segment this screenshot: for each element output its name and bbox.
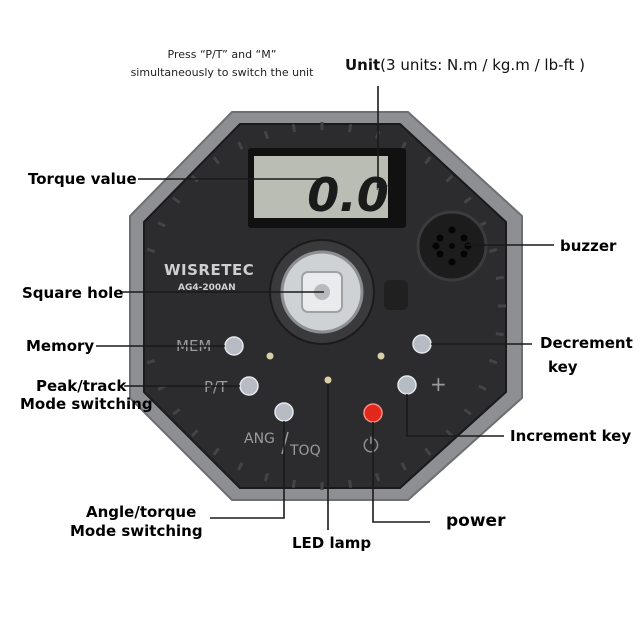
grip-rib	[263, 130, 270, 140]
pt-button[interactable]	[239, 376, 259, 396]
ang-label: ANG	[244, 431, 275, 447]
callout-angle-line2: Mode switching	[70, 522, 203, 540]
toq-label: TOQ	[289, 443, 321, 459]
increment-button[interactable]	[397, 375, 417, 395]
unit-title: Unit	[345, 56, 381, 74]
callout-buzzer: buzzer	[560, 237, 617, 255]
led-lamp-center	[324, 376, 332, 384]
grip-rib	[146, 247, 156, 254]
model-number: AG4-200AN	[178, 283, 236, 293]
grip-rib	[291, 479, 296, 488]
callout-square-hole: Square hole	[22, 284, 124, 302]
lcd-unit: N.m	[376, 183, 393, 192]
callout-power: power	[446, 511, 506, 531]
unit-detail: (3 units: N.m / kg.m / lb-ft )	[380, 56, 586, 74]
grip-rib	[212, 447, 220, 456]
grip-rib	[146, 358, 156, 365]
grip-rib	[495, 275, 504, 280]
grip-rib	[212, 156, 220, 165]
grip-rib	[172, 408, 181, 416]
callout-peak-line2: Mode switching	[20, 395, 153, 413]
grip-rib	[190, 429, 199, 438]
grip-rib	[445, 174, 454, 183]
callout-torque-value: Torque value	[28, 170, 137, 188]
buzzer-hole	[460, 250, 468, 258]
buzzer-hole	[464, 242, 472, 250]
leader-increment	[406, 394, 504, 437]
grip-rib	[495, 332, 504, 337]
unit-switch-note-line2: simultaneously to switch the unit	[130, 66, 314, 79]
grip-rib	[463, 408, 472, 416]
buzzer-hole	[436, 234, 444, 242]
leader-power	[372, 422, 430, 523]
lcd-screen	[254, 156, 388, 218]
decrement-button[interactable]	[412, 334, 432, 354]
callout-decrement-line1: Decrement	[540, 334, 633, 352]
callout-decrement-line2: key	[548, 358, 578, 376]
grip-rib	[400, 141, 407, 150]
unit-callout: Unit(3 units: N.m / kg.m / lb-ft )	[345, 56, 585, 74]
grip-rib	[237, 462, 244, 471]
mem-button[interactable]	[224, 336, 244, 356]
grip-rib	[463, 196, 472, 204]
led-lamp-right	[377, 352, 385, 360]
grip-rib	[445, 429, 454, 438]
unit-switch-note-line1: Press “P/T” and “M”	[167, 48, 277, 61]
buzzer-hole	[436, 250, 444, 258]
callout-led-lamp: LED lamp	[292, 534, 372, 552]
ang-toq-divider	[281, 431, 289, 455]
callout-memory: Memory	[26, 337, 95, 355]
buzzer-hole	[460, 234, 468, 242]
buzzer-hole	[432, 242, 440, 250]
buzzer-hole	[449, 243, 455, 249]
brand-logo: WISRETEC	[164, 261, 254, 279]
grip-rib	[488, 247, 498, 254]
callout-increment: Increment key	[510, 427, 632, 445]
leader-lines	[96, 86, 554, 530]
power-button[interactable]	[363, 403, 383, 423]
unit-switch-note: Press “P/T” and “M” simultaneously to sw…	[110, 46, 334, 82]
callout-angle-line1: Angle/torque	[86, 503, 197, 521]
pt-label: P/T	[204, 378, 228, 396]
led-lamp-left	[266, 352, 274, 360]
grip-rib	[237, 141, 244, 150]
grip-rib	[424, 156, 432, 165]
grip-rib	[348, 124, 353, 133]
plus-label: +	[430, 372, 447, 396]
grip-rib	[478, 384, 487, 391]
grip-rib	[374, 472, 381, 482]
ang-button[interactable]	[274, 402, 294, 422]
grip-rib	[488, 358, 498, 365]
grip-rib	[291, 124, 296, 133]
grip-rib	[400, 462, 407, 471]
power-symbol: ⏻	[363, 433, 379, 457]
grip-rib	[172, 196, 181, 204]
grip-rib	[424, 447, 432, 456]
leader-angle	[210, 421, 285, 519]
grip-rib	[263, 472, 270, 482]
buzzer-hole	[448, 226, 456, 234]
grip-rib	[348, 479, 353, 488]
callout-peak-line1: Peak/track	[36, 377, 127, 395]
grip-ribs	[146, 122, 506, 490]
grip-rib	[157, 221, 166, 228]
lcd-torque-value: 0.0	[307, 168, 389, 222]
buzzer-hole	[448, 258, 456, 266]
drive-knob	[384, 280, 408, 310]
